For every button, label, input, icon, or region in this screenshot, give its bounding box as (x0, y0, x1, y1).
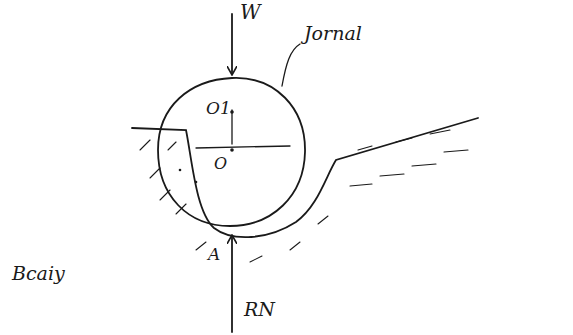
eccentricity-line (231, 110, 232, 144)
centre-line (196, 146, 290, 148)
reaction-arrow (231, 236, 233, 332)
centre-label: O (214, 156, 227, 172)
leader-line (282, 44, 300, 86)
journal-circle (158, 78, 305, 226)
part-label: Bcaiy (12, 264, 65, 283)
load-label: W (240, 2, 261, 22)
centre-label: O1 (206, 100, 231, 117)
point-label: A (208, 246, 220, 263)
hatching (140, 130, 468, 262)
force-label: RN (244, 300, 275, 319)
load-arrow (231, 14, 233, 74)
part-label: Jornal (304, 24, 362, 43)
bearing-surface (132, 118, 478, 237)
